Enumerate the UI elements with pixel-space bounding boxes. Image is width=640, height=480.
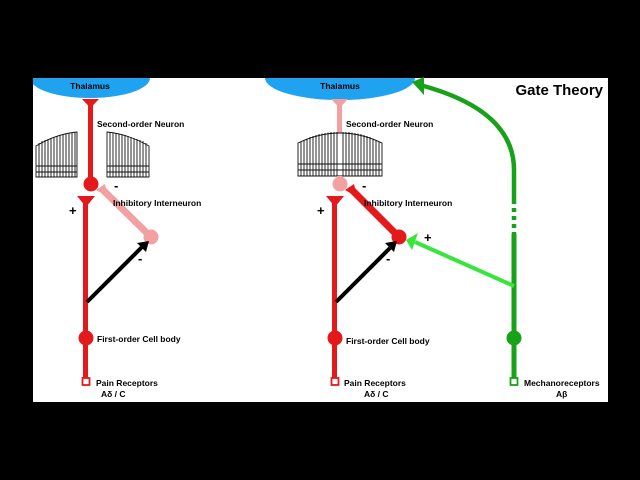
second-order-label-right: Second-order Neuron — [346, 119, 433, 129]
second-order-soma-left — [83, 176, 99, 192]
mechanoreceptor-collateral-terminal — [406, 233, 418, 250]
thalamus-label-right: Thalamus — [320, 81, 360, 91]
second-order-terminal-right — [331, 99, 348, 108]
second-order-label-left: Second-order Neuron — [97, 119, 184, 129]
plus-sign-left: + — [69, 203, 77, 218]
gate-open-icon — [35, 131, 150, 178]
plus-sign-green: + — [424, 230, 432, 245]
minus-sign-top-left: - — [114, 178, 118, 193]
mechanoreceptors-label: Mechanoreceptors — [524, 378, 600, 388]
plus-sign-right: + — [317, 203, 325, 218]
pain-receptor-left — [81, 377, 91, 386]
collateral-terminal-right — [385, 241, 397, 252]
first-order-soma-left — [78, 330, 94, 346]
first-order-terminal-left — [77, 196, 95, 207]
thalamus-left — [33, 78, 150, 98]
collateral-left — [85, 245, 144, 304]
right-circuit — [297, 77, 522, 386]
pain-receptors-label-left: Pain Receptors — [96, 378, 158, 388]
fiber-label-right: Aδ / C — [364, 389, 389, 399]
inhibitory-label-left: Inhibitory Interneuron — [113, 198, 201, 208]
mechanoreceptor-soma — [506, 330, 522, 346]
diagram-title: Gate Theory — [515, 82, 603, 99]
fiber-label-left: Aδ / C — [101, 389, 126, 399]
pain-receptors-label-right: Pain Receptors — [344, 378, 406, 388]
mechanoreceptor-ascending-axon — [419, 82, 517, 200]
second-order-axon-left — [88, 100, 93, 183]
mech-fiber-label: Aβ — [556, 389, 567, 399]
inhibitory-soma-right — [391, 229, 407, 245]
inhibitory-axon-left — [100, 187, 154, 240]
pain-receptor-right — [330, 377, 340, 386]
collateral-right — [334, 246, 392, 304]
inhibitory-terminal-right — [345, 184, 357, 197]
first-order-soma-right — [327, 330, 343, 346]
minus-sign-mid-right: - — [386, 251, 390, 266]
second-order-soma-right — [332, 176, 348, 192]
first-order-label-right: First-order Cell body — [346, 336, 430, 346]
minus-sign-mid-left: - — [138, 251, 142, 266]
mechanoreceptor-thalamus-terminal — [412, 77, 424, 95]
first-order-axon-right — [332, 200, 337, 378]
thalamus-label-left: Thalamus — [70, 81, 110, 91]
mechanoreceptor-ending — [509, 377, 519, 386]
first-order-axon-left — [83, 200, 88, 378]
first-order-terminal-right — [326, 196, 344, 207]
first-order-label-left: First-order Cell body — [97, 334, 181, 344]
gate-closed-icon — [297, 132, 383, 177]
inhibitory-axon-right — [349, 187, 402, 240]
left-circuit — [35, 99, 159, 386]
mechanoreceptor-axon — [511, 234, 517, 378]
second-order-terminal-left — [82, 99, 99, 108]
minus-sign-top-right: - — [362, 178, 366, 193]
mechanoreceptor-collateral — [414, 240, 515, 288]
inhibitory-soma-left — [143, 229, 159, 245]
inhibitory-terminal-left — [96, 184, 108, 197]
thalamus-right — [265, 78, 415, 100]
collateral-terminal-left — [137, 241, 149, 252]
inhibitory-label-right: Inhibitory Interneuron — [364, 198, 452, 208]
